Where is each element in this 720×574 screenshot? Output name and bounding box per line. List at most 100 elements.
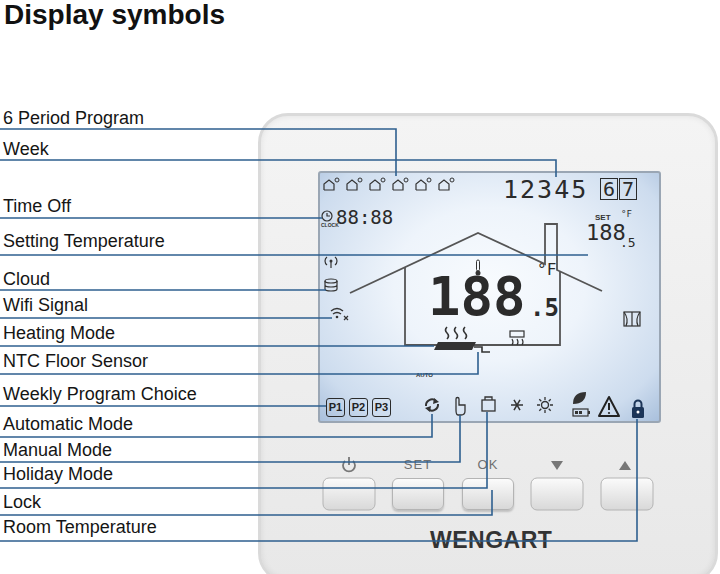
up-arrow-symbol (619, 461, 631, 470)
up-button (601, 478, 653, 510)
day-box: 6 (600, 178, 618, 200)
clock-icon (327, 213, 330, 216)
leader-line (0, 160, 556, 177)
display-text: .5 (620, 236, 636, 249)
box-text: P3 (375, 402, 388, 413)
symbol-label: Automatic Mode (3, 413, 133, 435)
period-icon (358, 178, 362, 182)
period-icon (416, 180, 426, 190)
period-icon (381, 178, 385, 182)
set-button: SET (392, 478, 444, 510)
warning-icon (608, 412, 610, 414)
symbol-label: Time Off (3, 195, 71, 217)
display-text: 188 (428, 270, 526, 324)
thermometer-icon (476, 271, 481, 276)
antenna-icon (330, 260, 333, 263)
program-box: P2 (349, 398, 368, 417)
leader-line (0, 345, 434, 347)
leader-line (0, 405, 326, 407)
symbol-label: 6 Period Program (3, 107, 144, 129)
battery-icon (575, 411, 578, 414)
box-text: P2 (352, 402, 365, 413)
period-icon (324, 180, 334, 190)
symbol-label: Room Temperature (3, 516, 157, 538)
symbol-label: Holiday Mode (3, 463, 113, 485)
period-icon (393, 180, 403, 190)
leader-line (0, 289, 326, 291)
display-text: WENGART (430, 529, 552, 552)
heating-icon (434, 342, 476, 350)
cloud-icon (325, 281, 337, 291)
symbol-label: Lock (3, 491, 41, 513)
down-button (531, 478, 583, 510)
battery-icon (579, 411, 582, 414)
display-text: 12345 (503, 177, 588, 202)
power-button (323, 478, 375, 510)
warning-icon (599, 397, 619, 416)
auto-mode-icon (426, 399, 438, 410)
button-label: OK (463, 458, 513, 471)
leader-line (0, 412, 487, 488)
box-text: 6 (603, 179, 615, 199)
wifi-icon (336, 316, 339, 319)
auto-mode-icon (433, 398, 439, 404)
house-outline (350, 224, 602, 293)
window-icon (624, 312, 640, 326)
display-text: °F (537, 262, 556, 278)
heating-icon (446, 327, 467, 339)
display-text: CLOCK (321, 223, 339, 228)
leader-line (0, 217, 322, 219)
leader-line (0, 129, 396, 176)
period-icon (427, 178, 431, 182)
symbol-label: Manual Mode (3, 439, 112, 461)
lock-icon (637, 411, 640, 414)
snowflake-icon (511, 400, 523, 410)
house-outline (405, 267, 560, 345)
cooling-icon (512, 339, 523, 345)
button-label: SET (393, 458, 443, 471)
holiday-icon (482, 400, 495, 411)
symbol-label: Weekly Program Choice (3, 383, 197, 405)
window-icon (624, 312, 640, 326)
cloud-icon (325, 279, 337, 283)
ok-button: OK (462, 478, 514, 510)
display-text: 188 (586, 222, 626, 244)
symbol-label: Heating Mode (3, 322, 115, 344)
thermostat-body: WENGART1234588:88CLOCKSET°F188.5°F188.5A… (258, 113, 718, 574)
floor-sensor-icon (474, 347, 490, 352)
program-box: P1 (326, 398, 345, 417)
eco-leaf-icon (573, 392, 586, 404)
display-text: 88:88 (336, 208, 393, 227)
diagram-title: Display symbols (4, 0, 225, 31)
period-icon (347, 180, 357, 190)
antenna-icon (325, 257, 337, 268)
period-icon (439, 180, 449, 190)
battery-icon (573, 409, 588, 416)
program-box: P3 (372, 398, 391, 417)
power-symbol (348, 457, 350, 465)
leader-line (0, 490, 492, 515)
lock-icon (635, 401, 642, 408)
holiday-icon (485, 397, 492, 400)
leader-line (0, 254, 588, 256)
auto-mode-icon (425, 406, 431, 412)
wifi-icon (344, 316, 348, 320)
display-text: .5 (530, 296, 559, 320)
manual-mode-icon (456, 398, 465, 416)
period-icon (335, 178, 339, 182)
leader-line (0, 317, 332, 319)
thermometer-icon (477, 260, 480, 271)
power-symbol (343, 461, 355, 471)
sun-icon (542, 402, 549, 409)
battery-icon (588, 411, 590, 414)
display-text: AUTO (416, 372, 433, 378)
cooling-icon (510, 331, 524, 337)
sun-icon (537, 397, 553, 413)
leader-line (0, 419, 637, 541)
leader-line (0, 414, 432, 437)
lcd-screen: 1234588:88CLOCKSET°F188.5°F188.5AUTO67P1… (318, 171, 661, 423)
symbol-label: Week (3, 138, 49, 160)
box-text: 7 (622, 179, 634, 199)
box-text: P1 (329, 402, 342, 413)
down-arrow-symbol (551, 461, 563, 470)
